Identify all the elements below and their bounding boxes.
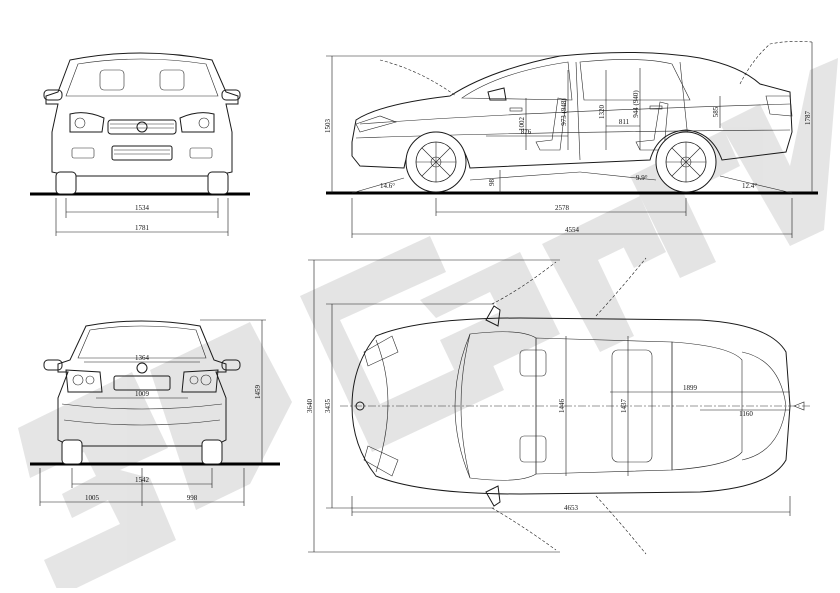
watermark <box>18 58 838 593</box>
interior-length-rear-label: 811 <box>619 118 630 126</box>
front-width-label: 1781 <box>135 224 150 232</box>
rear-track-upper-label: 1364 <box>135 354 150 362</box>
top-headlight-left <box>363 335 399 367</box>
length-label: 4554 <box>565 226 580 234</box>
departure-angle-label: 12.4° <box>742 182 757 190</box>
top-trunk <box>741 351 787 461</box>
rear-mirror-left <box>43 359 63 371</box>
rear-plate <box>113 375 171 391</box>
front-windshield <box>65 58 219 97</box>
trunk-height-label: 585 <box>712 106 720 117</box>
front-headlight-left <box>69 112 105 133</box>
front-badge-icon <box>136 121 148 133</box>
side-taillight <box>765 95 793 117</box>
top-windshield <box>460 331 537 481</box>
front-tyre-right <box>207 171 229 195</box>
rear-headroom-label: 1320 <box>598 105 606 120</box>
ground-clearance-label: 98 <box>488 179 496 187</box>
top-mirror-right <box>485 485 501 507</box>
top-mirror-left <box>485 305 501 327</box>
top-body <box>351 317 791 495</box>
top-front-seat-left <box>519 349 547 377</box>
rear-badge-icon <box>136 362 148 374</box>
front-tyre-left <box>55 171 77 195</box>
rear-seat-height-label: 944 (940) <box>632 90 640 118</box>
top-rear-bench <box>611 349 653 463</box>
top-centre-arrow-icon <box>793 401 805 411</box>
front-seat-right <box>159 69 185 91</box>
side-mirror <box>487 87 507 101</box>
side-window-rear <box>579 59 691 101</box>
front-foglamp-right <box>189 147 213 159</box>
top-width-body-label: 3435 <box>324 399 332 414</box>
front-lower-intake <box>111 145 173 161</box>
side-view: 14.6° 12.4° 9.9° 98 1002 973 (948) 876 1… <box>324 41 818 238</box>
ramp-angle-line-b <box>579 171 657 181</box>
top-rear-shoulder-label: 1437 <box>620 399 628 414</box>
rear-bumper-line <box>61 403 223 410</box>
front-view: 1534 1781 <box>30 52 250 236</box>
side-open-hood-trace <box>379 59 457 97</box>
top-headlight-right <box>363 445 399 477</box>
side-b-pillar <box>575 61 581 161</box>
side-window-front <box>461 61 573 101</box>
rear-taillight-left <box>65 369 103 393</box>
top-trunk-length-label: 1899 <box>683 384 698 392</box>
rear-width-inner-label: 1009 <box>135 390 150 398</box>
rear-tyre-left <box>61 439 83 465</box>
rear-mirror-right <box>221 359 241 371</box>
rear-window <box>77 325 207 359</box>
front-track-label: 1534 <box>135 204 150 212</box>
side-open-trunk-trace <box>739 41 813 85</box>
departure-angle-line <box>719 175 793 194</box>
rear-taillight-right <box>181 369 219 393</box>
top-rear-window <box>671 341 743 471</box>
side-height-label: 1503 <box>324 119 332 134</box>
top-open-door-trace-left-rear <box>595 257 647 317</box>
side-front-seat <box>535 97 567 151</box>
rear-right-width-label: 998 <box>187 494 198 502</box>
front-foglamp-left <box>71 147 95 159</box>
top-open-door-trace-left-front <box>491 261 557 305</box>
top-open-door-trace-right-rear <box>595 495 647 555</box>
front-headlight-right <box>179 112 215 133</box>
rear-left-width-label: 1005 <box>85 494 100 502</box>
front-body <box>45 52 239 177</box>
top-front-shoulder-label: 1446 <box>558 399 566 414</box>
top-badge-icon <box>355 401 365 411</box>
side-door-handle-front <box>509 107 523 112</box>
approach-angle-label: 14.6° <box>380 182 395 190</box>
front-grille <box>107 119 177 135</box>
rear-body <box>57 320 227 447</box>
ramp-angle-line-a <box>469 171 581 181</box>
top-view: 1446 1437 1899 1160 3640 3435 4653 <box>306 257 810 555</box>
front-headroom-label: 1002 <box>518 117 526 132</box>
top-windshield-base <box>454 333 471 479</box>
top-front-seat-right <box>519 435 547 463</box>
rear-view: 1364 1009 1459 1542 1005 998 <box>30 319 280 506</box>
side-height-rear-label: 1787 <box>804 111 812 126</box>
top-trunk-width-label: 1160 <box>739 410 753 418</box>
front-headlamp-right-inner <box>198 117 210 129</box>
ramp-angle-label: 9.9° <box>636 174 648 182</box>
side-headlight <box>355 115 397 133</box>
interior-length-front-label: 876 <box>521 128 532 136</box>
front-headlamp-left-inner <box>74 117 86 129</box>
rear-tyre-right <box>201 439 223 465</box>
front-mirror-left <box>43 89 63 101</box>
approach-angle-line <box>351 177 405 194</box>
side-character-line <box>359 103 791 125</box>
side-door-handle-rear <box>649 105 663 110</box>
front-mirror-right <box>221 89 241 101</box>
wheelbase-label: 2578 <box>555 204 570 212</box>
top-open-door-trace-right-front <box>491 507 557 551</box>
front-seat-left <box>99 69 125 91</box>
rear-height-label: 1459 <box>254 385 262 400</box>
top-overall-length-label: 4653 <box>564 504 579 512</box>
front-seat-height-label: 973 (948) <box>560 98 568 126</box>
top-width-mirrors-label: 3640 <box>306 399 314 414</box>
